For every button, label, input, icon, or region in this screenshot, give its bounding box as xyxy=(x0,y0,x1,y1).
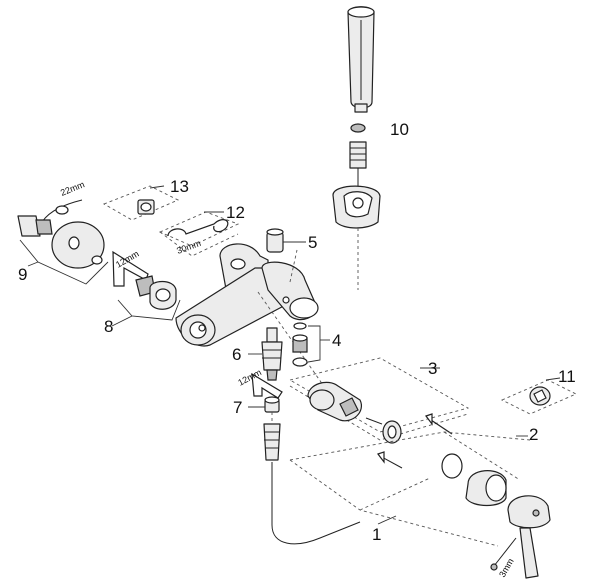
dimension-30mm: 30mm xyxy=(175,238,202,256)
cap-5 xyxy=(266,228,284,253)
union-8 xyxy=(135,275,177,310)
callout-8: 8 xyxy=(104,317,113,336)
diverter-ring-3 xyxy=(382,420,402,444)
callout-5: 5 xyxy=(308,233,317,252)
pin-3a xyxy=(365,417,383,425)
thermostat-cartridge-3 xyxy=(307,381,362,422)
hex-key-12-top xyxy=(112,250,149,287)
washer-10 xyxy=(350,123,366,133)
callout-2: 2 xyxy=(529,425,538,444)
wrench-30 xyxy=(167,219,229,237)
hand-shower xyxy=(347,6,375,113)
callout-13: 13 xyxy=(170,177,189,196)
callout-7: 7 xyxy=(233,398,242,417)
callout-9: 9 xyxy=(18,265,27,284)
callout-6: 6 xyxy=(232,345,241,364)
valve-stem-7 xyxy=(263,423,281,461)
nut-7 xyxy=(264,396,280,413)
callout-1: 1 xyxy=(372,525,381,544)
callout-10: 10 xyxy=(390,120,409,139)
sleeve-2 xyxy=(441,453,507,507)
wall-holder xyxy=(332,185,381,229)
box-1 xyxy=(289,459,499,547)
box-12 xyxy=(158,211,240,257)
dimension-22mm: 22mm xyxy=(59,179,86,198)
escutcheon-11 xyxy=(529,386,551,406)
hex-key-3 xyxy=(490,537,517,571)
screw-3-upper xyxy=(425,413,453,435)
hose-connector-9 xyxy=(17,215,53,237)
box-2 xyxy=(289,431,531,481)
nut-13 xyxy=(137,199,155,215)
hex-key-22 xyxy=(41,199,83,223)
callout-4: 4 xyxy=(332,331,341,350)
cartridge-6 xyxy=(261,327,283,381)
mixer-body xyxy=(175,243,319,347)
callout-11: 11 xyxy=(558,367,576,386)
hex-key-12-bottom xyxy=(251,372,283,399)
hose-nut xyxy=(349,141,367,190)
washers-4 xyxy=(292,322,308,367)
screw-3-lower xyxy=(377,451,403,469)
washer-9 xyxy=(91,255,103,265)
box-13 xyxy=(102,185,180,221)
rosette-9 xyxy=(51,221,105,269)
lever-1 xyxy=(507,495,551,579)
callout-12: 12 xyxy=(226,203,245,222)
dimension-3mm: 3mm xyxy=(497,557,516,579)
callout-3: 3 xyxy=(428,359,437,378)
